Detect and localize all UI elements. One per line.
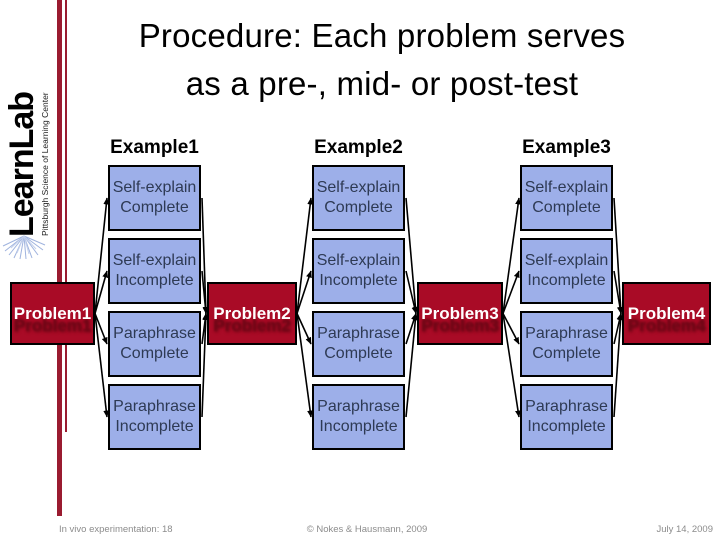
footer-note: In vivo experimentation: 18 bbox=[59, 524, 173, 535]
condition-box: Self-explain Incomplete bbox=[520, 238, 613, 304]
sidebar-bar-thick bbox=[57, 0, 62, 516]
condition-box: Self-explain Complete bbox=[520, 165, 613, 231]
slide-title-line2: as a pre-, mid- or post-test bbox=[185, 65, 579, 102]
problem-box-1: Problem1 bbox=[10, 282, 95, 345]
learnlab-logo-text: LearnLab bbox=[3, 91, 41, 237]
learnlab-logo-subtitle: Pittsburgh Science of Learning Center bbox=[40, 92, 50, 236]
problem-box-2: Problem2 bbox=[207, 282, 297, 345]
footer-date: July 14, 2009 bbox=[656, 524, 713, 535]
condition-box: Self-explain Incomplete bbox=[108, 238, 201, 304]
condition-box: Paraphrase Complete bbox=[312, 311, 405, 377]
slide-title-line1: Procedure: Each problem serves bbox=[138, 17, 626, 54]
condition-box: Self-explain Complete bbox=[312, 165, 405, 231]
starburst-icon bbox=[2, 235, 46, 260]
problem-box-3: Problem3 bbox=[417, 282, 503, 345]
condition-box: Paraphrase Incomplete bbox=[312, 384, 405, 450]
condition-box: Paraphrase Complete bbox=[108, 311, 201, 377]
column-header-example2: Example2 bbox=[314, 137, 403, 158]
problem-box-4: Problem4 bbox=[622, 282, 711, 345]
condition-box: Self-explain Complete bbox=[108, 165, 201, 231]
column-header-example1: Example1 bbox=[110, 137, 199, 158]
slide-title: Procedure: Each problem serves as a pre-… bbox=[80, 12, 684, 108]
condition-box: Self-explain Incomplete bbox=[312, 238, 405, 304]
condition-box: Paraphrase Incomplete bbox=[108, 384, 201, 450]
condition-box: Paraphrase Incomplete bbox=[520, 384, 613, 450]
sidebar-bar-thin bbox=[65, 0, 67, 432]
footer-copyright: © Nokes & Hausmann, 2009 bbox=[306, 524, 428, 535]
column-header-example3: Example3 bbox=[522, 137, 611, 158]
condition-box: Paraphrase Complete bbox=[520, 311, 613, 377]
